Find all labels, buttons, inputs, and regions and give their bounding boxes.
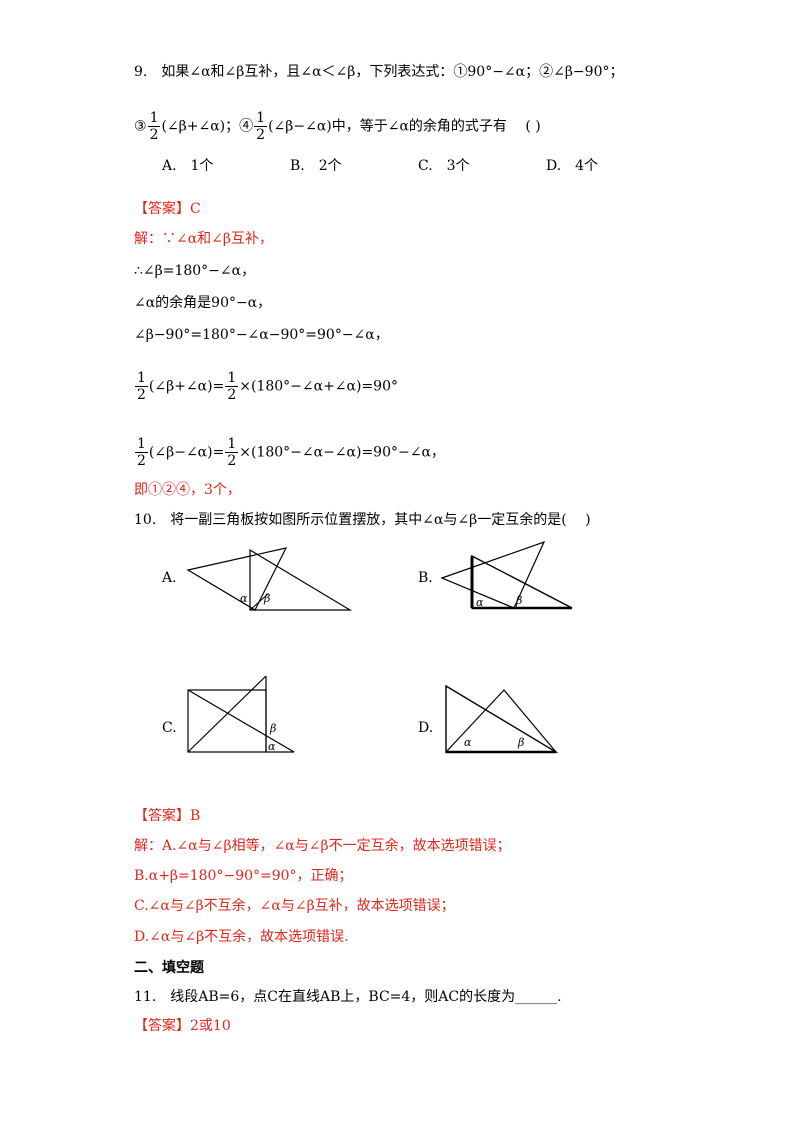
q9-answer: 【答案】C — [134, 201, 201, 217]
q10-solution-line: 解：A.∠α与∠β相等，∠α与∠β不一定互余，故本选项错误； — [134, 838, 511, 854]
figure-b-label: B. — [418, 570, 433, 586]
q9-solution-line: ∴∠β=180°−∠α， — [134, 263, 256, 279]
figure-d: α β — [444, 684, 559, 754]
q9-option-b: B. 2个 — [290, 158, 342, 174]
figure-c-label: C. — [162, 720, 177, 736]
beta-label: β — [515, 594, 522, 607]
q9-line2-mid1: (∠β+∠α)；④ — [161, 118, 254, 135]
q11-stem: 11. 线段AB=6，点C在直线AB上，BC=4，则AC的长度为______. — [134, 989, 562, 1005]
q9-solution-line: 解：∵∠α和∠β互补， — [134, 231, 274, 247]
q11-answer: 【答案】2或10 — [134, 1018, 231, 1034]
beta-label: β — [517, 736, 524, 749]
q9-line2-mid2: (∠β−∠α)中，等于∠α的余角的式子有 ( ) — [268, 118, 541, 135]
beta-label: β — [263, 592, 270, 605]
section-heading: 二、填空题 — [134, 960, 204, 976]
q9-solution-line: ∠α的余角是90°−α， — [134, 295, 272, 311]
q9-conclusion: 即①②④，3个， — [134, 482, 241, 498]
alpha-label: α — [464, 736, 472, 749]
q9-solution-line: ∠β−90°=180°−∠α−90°=90°−∠α， — [134, 327, 389, 343]
q10-answer: 【答案】B — [134, 808, 201, 824]
alpha-label: α — [268, 740, 276, 753]
q9-stem: 9. 如果∠α和∠β互补，且∠α＜∠β，下列表达式：①90°−∠α；②∠β−90… — [134, 64, 624, 80]
q9-option-c: C. 3个 — [418, 158, 470, 174]
q10-stem: 10. 将一副三角板按如图所示位置摆放，其中∠α与∠β一定互余的是( ) — [134, 512, 591, 528]
q9-option-d: D. 4个 — [546, 158, 599, 174]
alpha-label: α — [240, 592, 248, 605]
figure-d-label: D. — [418, 720, 434, 736]
beta-label: β — [269, 722, 276, 735]
figure-c: β α — [187, 675, 295, 753]
figure-a-label: A. — [162, 570, 177, 586]
q10-solution-line: C.∠α与∠β不互余，∠α与∠β互补，故本选项错误； — [134, 898, 455, 914]
alpha-label: α — [476, 596, 484, 609]
q9-option-a: A. 1个 — [162, 158, 214, 174]
figure-b: α β — [440, 540, 573, 610]
q10-solution-line: D.∠α与∠β不互余，故本选项错误. — [134, 929, 349, 945]
q9-line2-pre: ③ — [134, 118, 147, 135]
figure-a: α β — [186, 547, 353, 611]
q10-solution-line: B.α+β=180°−90°=90°，正确； — [134, 868, 353, 884]
